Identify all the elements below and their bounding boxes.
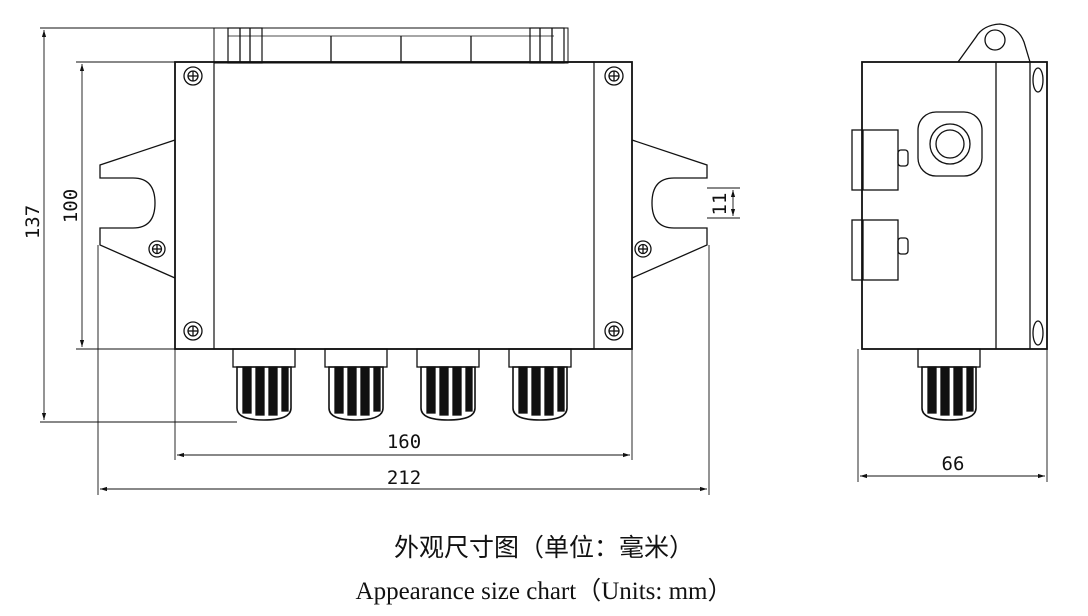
caption-english: Appearance size chart（Units: mm） <box>355 578 733 605</box>
dim-label-hole-spacing: 160 <box>387 431 421 453</box>
dim-label-overall-height: 137 <box>22 205 44 239</box>
dim-label-body-height: 100 <box>60 189 82 223</box>
side-latch-lower <box>851 219 909 281</box>
front-view <box>99 27 708 421</box>
side-gland-port <box>917 111 983 177</box>
enclosure-body <box>174 61 633 350</box>
side-mounting-tab <box>957 23 1031 63</box>
side-hinge-bottom <box>1032 320 1044 346</box>
dim-label-depth: 66 <box>942 453 965 475</box>
cable-gland-3 <box>416 348 480 421</box>
corner-screw-top-right <box>604 66 624 86</box>
front-view-dimension-labels: 137 100 160 212 11 <box>22 189 731 489</box>
side-latch-upper <box>851 129 909 191</box>
cable-gland-1 <box>232 348 296 421</box>
cable-gland-4 <box>508 348 572 421</box>
side-view-dimensions <box>857 349 1048 482</box>
corner-screw-top-left <box>183 66 203 86</box>
side-view <box>851 23 1048 421</box>
top-lid-edge <box>213 27 569 64</box>
side-hinge-top <box>1032 67 1044 93</box>
side-cable-gland <box>917 348 981 421</box>
corner-screw-bottom-left <box>183 321 203 341</box>
side-enclosure-body <box>861 61 1048 350</box>
dim-label-overall-width: 212 <box>387 467 421 489</box>
cable-gland-2 <box>324 348 388 421</box>
left-mounting-ear <box>99 139 176 279</box>
dim-label-slot-width: 11 <box>709 193 731 216</box>
front-view-dimensions <box>40 27 740 495</box>
caption-chinese: 外观尺寸图（单位：毫米） <box>393 533 694 562</box>
corner-screw-bottom-right <box>604 321 624 341</box>
right-mounting-ear <box>631 139 708 279</box>
